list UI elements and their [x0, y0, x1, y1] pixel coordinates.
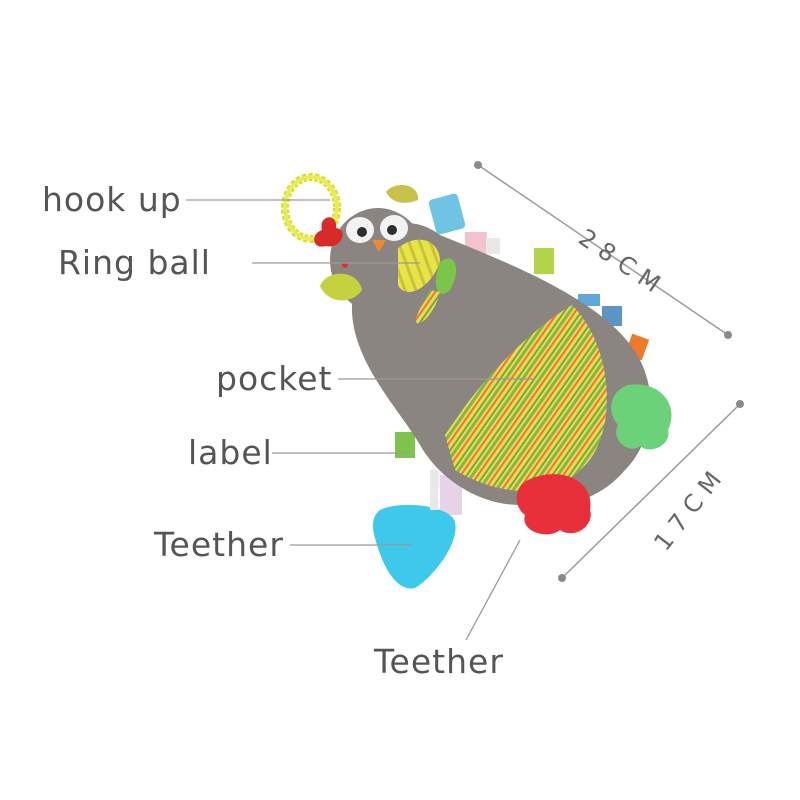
leader-lines: [186, 199, 535, 641]
teether-left-label: Teether: [154, 525, 284, 564]
dimension-width-line: [558, 400, 744, 582]
pocket-label: pocket: [216, 359, 333, 398]
red-teether: [516, 474, 591, 535]
ring-ball-bow: [398, 239, 457, 324]
hook-ring: [281, 173, 341, 243]
hook-up-label: hook up: [42, 180, 182, 219]
blue-triangle-teether: [373, 504, 456, 589]
teether-bottom-label: Teether: [374, 642, 504, 681]
ring-ball-label: Ring ball: [58, 243, 211, 282]
teether-strap: [430, 470, 438, 510]
striped-pocket: [445, 305, 607, 491]
right-green-teether: [611, 384, 672, 450]
dimension-length-line: [474, 161, 732, 339]
label-label: label: [188, 433, 273, 472]
